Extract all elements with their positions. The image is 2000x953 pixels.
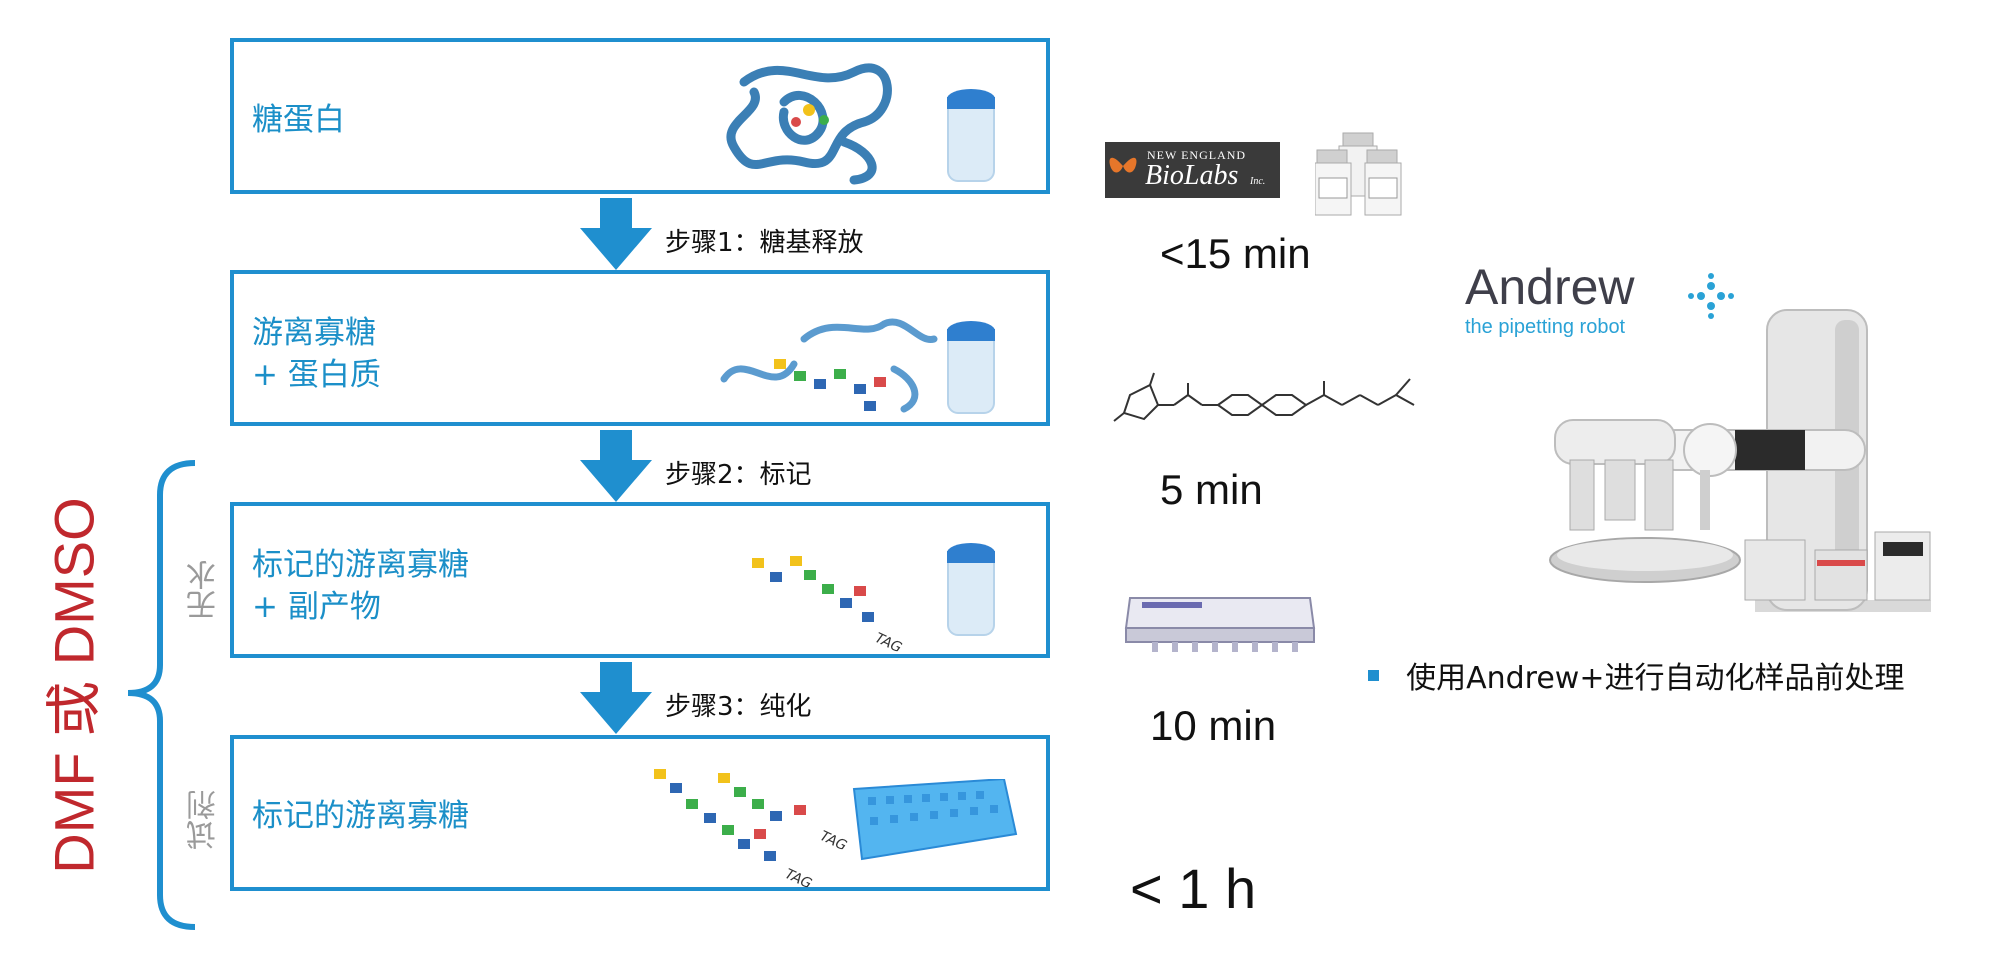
labeled-glycan-icon: TAG TAG <box>654 769 849 889</box>
andrew-plus-icon <box>1688 273 1734 319</box>
side-label-anhydrous: 无水 <box>187 560 222 620</box>
well-plate-icon <box>852 779 1018 861</box>
stage-box-glycoprotein: 糖蛋白 <box>230 38 1050 194</box>
andrew-logo: Andrew the pipetting robot <box>1465 262 1635 339</box>
protein-structure-icon <box>726 63 892 185</box>
stage-label: 标记的游离寡糖 <box>252 798 469 834</box>
time-step-2: 5 min <box>1160 466 1263 513</box>
chemical-structure-icon <box>1113 372 1415 422</box>
total-time: < 1 h <box>1130 857 1257 920</box>
vial-icon <box>947 89 995 182</box>
bullet-text: 使用Andrew+进行自动化样品前处理 <box>1406 661 1905 696</box>
step-1-label: 步骤1：糖基释放 <box>665 228 864 258</box>
tag-label: TAG <box>782 866 814 889</box>
step-3-label: 步骤3：纯化 <box>665 692 812 722</box>
reagent-vials-icon <box>1315 132 1402 216</box>
andrew-tagline: the pipetting robot <box>1465 316 1626 338</box>
stage-box-free-oligosaccharides: 游离寡糖 + 蛋白质 <box>230 270 1050 426</box>
andrew-name: Andrew <box>1465 259 1635 315</box>
glycan-protein-icon <box>720 318 938 413</box>
stage-label-line2: + 副产物 <box>252 589 381 625</box>
tag-label: TAG <box>872 630 904 656</box>
time-step-1: <15 min <box>1160 230 1311 277</box>
step-2-label: 步骤2：标记 <box>665 460 812 490</box>
stage-label: 糖蛋白 <box>252 102 345 138</box>
labeled-glycan-icon: TAG <box>752 556 904 656</box>
stage-label-line1: 游离寡糖 <box>252 315 376 351</box>
arrow-down-icon <box>580 198 652 270</box>
bullet-item: 使用Andrew+进行自动化样品前处理 <box>1368 653 1904 697</box>
stage-box-labeled-glycans-byproducts: 标记的游离寡糖 + 副产物 TAG <box>230 502 1050 658</box>
solvent-label: DMF 或 DMSO <box>42 497 106 874</box>
time-step-3: 10 min <box>1150 702 1277 749</box>
vial-icon <box>947 321 995 414</box>
stage-label-line1: 标记的游离寡糖 <box>252 547 469 583</box>
arrow-down-icon <box>580 662 652 734</box>
curly-bracket <box>127 460 196 930</box>
side-label-reagent: 试剂 <box>187 790 222 850</box>
stage-label-line2: + 蛋白质 <box>252 357 381 393</box>
vial-icon <box>947 543 995 636</box>
neb-logo: NEW ENGLAND BioLabs Inc. <box>1105 142 1280 198</box>
bullet-square-icon <box>1368 669 1379 681</box>
arrow-down-icon <box>580 430 652 502</box>
pipetting-robot-icon <box>1549 309 1931 612</box>
stage-box-labeled-glycans: 标记的游离寡糖 TAG TAG <box>230 735 1050 891</box>
butterfly-icon <box>1109 157 1137 173</box>
filter-plate-icon <box>1124 597 1316 652</box>
